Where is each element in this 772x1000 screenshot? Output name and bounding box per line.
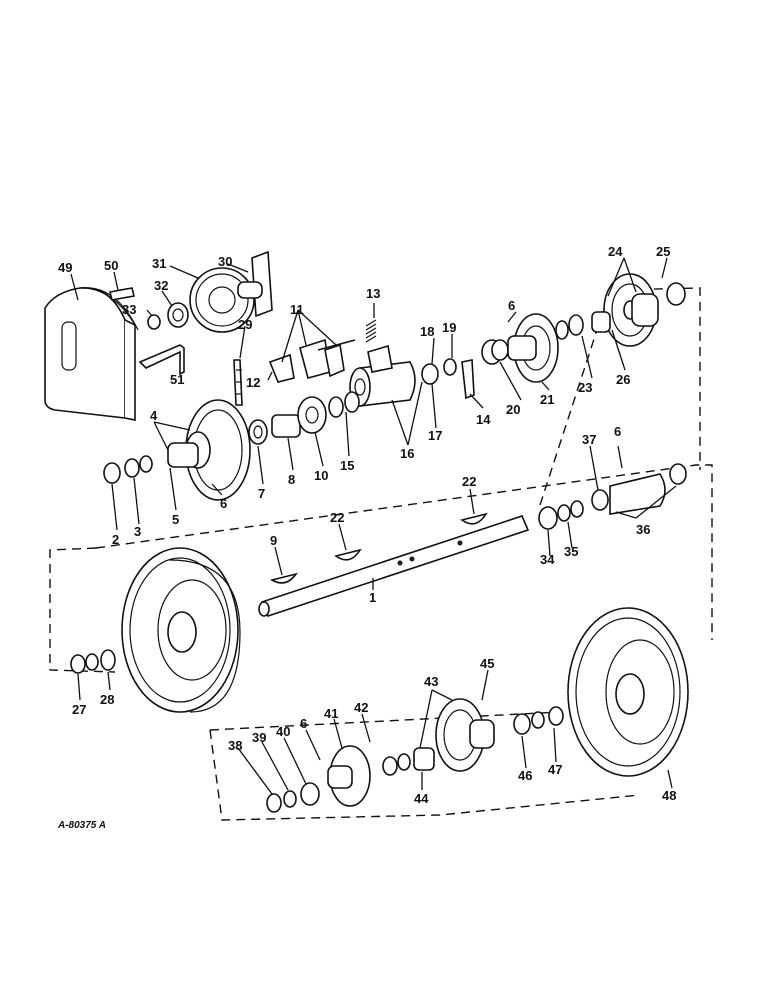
spring (365, 319, 377, 343)
callout-33: 33 (122, 302, 136, 317)
callout-2: 2 (112, 532, 119, 547)
callout-51: 51 (170, 372, 184, 387)
upper-sprocket (189, 267, 255, 333)
callout-40: 40 (276, 724, 290, 739)
drive-chain (233, 359, 243, 406)
callout-43: 43 (424, 674, 438, 689)
callout-10: 10 (314, 468, 328, 483)
callout-47: 47 (548, 762, 562, 777)
callout-29: 29 (238, 317, 252, 332)
callout-42: 42 (354, 700, 368, 715)
left-wheel-bushings (70, 649, 116, 674)
callout-36: 36 (636, 522, 650, 537)
bracket (109, 287, 135, 301)
sprocket-hub (147, 302, 189, 330)
left-wheel (121, 547, 241, 713)
callout-6-right: 6 (614, 424, 621, 439)
collars-and-bushings (248, 339, 509, 445)
callout-38: 38 (228, 738, 242, 753)
right-shaft-parts (538, 463, 687, 530)
upper-hub-assembly (555, 273, 686, 347)
callout-3: 3 (134, 524, 141, 539)
idler-assembly (237, 250, 273, 318)
drawing-reference-code: A-80375 A (57, 820, 106, 831)
callout-11: 11 (290, 302, 304, 317)
callout-39: 39 (252, 730, 266, 745)
callout-35: 35 (564, 544, 578, 559)
callout-6-mid: 6 (220, 496, 227, 511)
left-shaft-bushings (103, 455, 153, 484)
callout-34: 34 (540, 552, 555, 567)
callout-13: 13 (366, 286, 380, 301)
callout-30: 30 (218, 254, 232, 269)
callout-18: 18 (420, 324, 434, 339)
support-bracket (138, 344, 185, 376)
callout-48: 48 (662, 788, 676, 803)
callout-45: 45 (480, 656, 494, 671)
callout-12: 12 (246, 375, 260, 390)
callout-16: 16 (400, 446, 414, 461)
callout-20: 20 (506, 402, 520, 417)
callout-22-right: 22 (462, 474, 476, 489)
callout-21: 21 (540, 392, 554, 407)
lower-hub-parts (266, 698, 564, 813)
callout-17: 17 (428, 428, 442, 443)
callout-27: 27 (72, 702, 86, 717)
callout-46: 46 (518, 768, 532, 783)
callout-6-top: 6 (508, 298, 515, 313)
main-shaft (258, 515, 530, 617)
callout-37: 37 (582, 432, 596, 447)
callout-labels: 49 50 31 30 32 33 11 13 29 12 51 6 18 19… (57, 244, 676, 831)
drive-sprocket (507, 313, 559, 383)
callout-24: 24 (608, 244, 623, 259)
callout-8: 8 (288, 472, 295, 487)
callout-28: 28 (100, 692, 114, 707)
callout-1: 1 (369, 590, 376, 605)
assembly-boundary (49, 287, 713, 821)
lower-sprocket (167, 399, 251, 501)
leader-lines (70, 257, 677, 795)
callout-15: 15 (340, 458, 354, 473)
callout-7: 7 (258, 486, 265, 501)
callout-25: 25 (656, 244, 670, 259)
callout-6-bottom: 6 (300, 716, 307, 731)
callout-5: 5 (172, 512, 179, 527)
callout-44: 44 (414, 791, 429, 806)
right-wheel (567, 607, 689, 777)
callout-14: 14 (476, 412, 491, 427)
callout-26: 26 (616, 372, 630, 387)
clutch-body (349, 344, 416, 407)
callout-23: 23 (578, 380, 592, 395)
callout-50: 50 (104, 258, 118, 273)
chain-guard (44, 287, 139, 421)
callout-31: 31 (152, 256, 166, 271)
callout-19: 19 (442, 320, 456, 335)
pawls (268, 338, 356, 383)
callout-49: 49 (58, 260, 72, 275)
woodruff-keys (269, 512, 488, 584)
callout-4: 4 (150, 408, 158, 423)
callout-32: 32 (154, 278, 168, 293)
callout-41: 41 (324, 706, 338, 721)
callout-22-left: 22 (330, 510, 344, 525)
callout-9: 9 (270, 533, 277, 548)
